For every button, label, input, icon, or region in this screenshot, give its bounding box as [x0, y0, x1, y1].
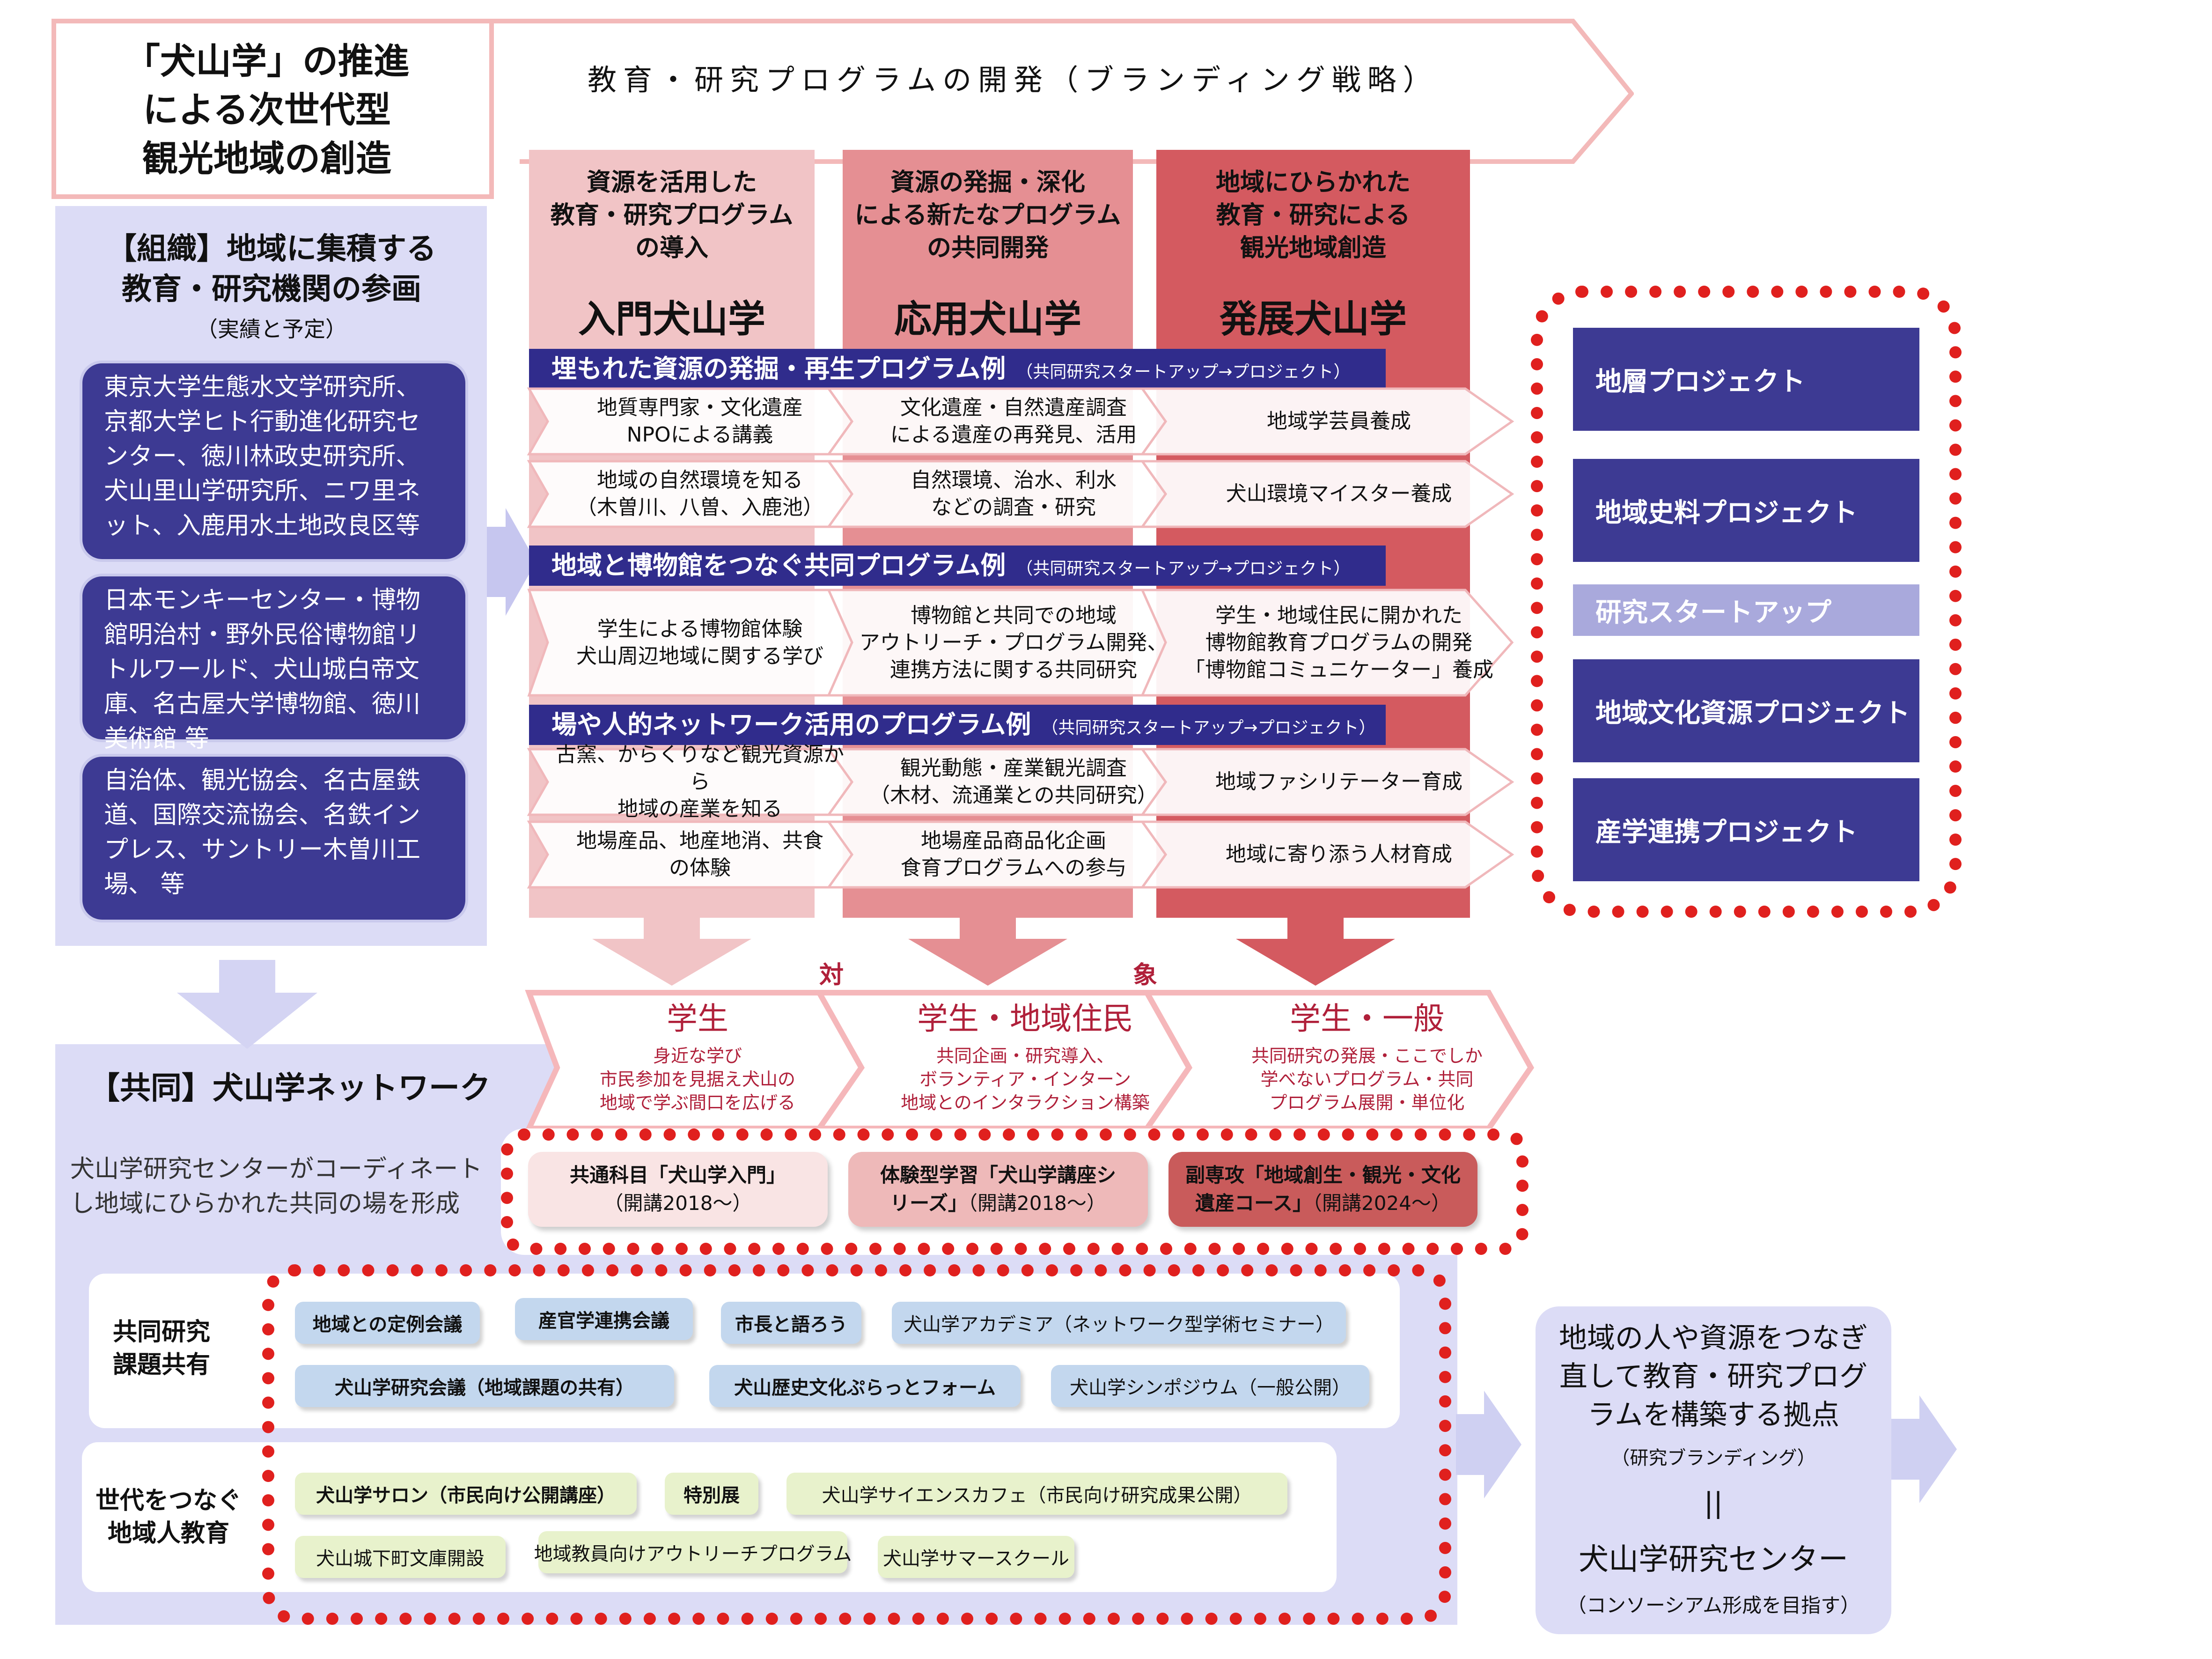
- program-cell: 地場産品、地産地消、共食 の体験: [576, 829, 823, 880]
- program-note-1: （共同研究スタートアップ→プロジェクト）: [1016, 362, 1351, 382]
- course-common: 共通科目「犬山学入門」 （開講2018～）: [528, 1152, 828, 1227]
- program-cell: 文化遺産・自然遺産調査 による遺産の再発見、活用: [890, 396, 1137, 447]
- hub-box: [1536, 1306, 1891, 1634]
- project-cultural-resources: 地域文化資源プロジェクト: [1573, 659, 1919, 762]
- hub-sub-consortium: （コンソーシアム形成を目指す）: [1566, 1593, 1860, 1617]
- program-cell: 地場産品商品化企画 食育プログラムへの参与: [900, 829, 1127, 880]
- program-cell: 地域に寄り添う人材育成: [1226, 842, 1452, 866]
- event-history-culture-platform: 犬山歴史文化ぷらっとフォーム: [709, 1365, 1021, 1407]
- target-title-students-residents: 学生・地域住民: [917, 1001, 1133, 1037]
- program-band-3: 場や人的ネットワーク活用のプログラム例 （共同研究スタートアップ→プロジェクト）: [529, 705, 1386, 745]
- program-note-3: （共同研究スタートアップ→プロジェクト）: [1041, 718, 1376, 737]
- program-chevrons: [527, 387, 1514, 889]
- target-title-students: 学生: [667, 1001, 728, 1037]
- course-minor: 副専攻「地域創生・観光・文化 遺産コース」（開講2024～）: [1168, 1152, 1477, 1227]
- course-sub: （開講2024～）: [1312, 1192, 1451, 1215]
- program-title-1: 埋もれた資源の発掘・再生プログラム例: [551, 354, 1006, 383]
- program-cell: 犬山環境マイスター養成: [1226, 482, 1452, 506]
- course-main: 体験型学習「犬山学講座シ リーズ」: [880, 1164, 1116, 1215]
- target-chevrons: [524, 990, 1535, 1131]
- program-title-3: 場や人的ネットワーク活用のプログラム例: [551, 710, 1031, 739]
- event-academia: 犬山学アカデミア（ネットワーク型学術セミナー）: [892, 1302, 1346, 1344]
- hub-equals: ||: [1704, 1487, 1723, 1519]
- event-summer-school: 犬山学サマースクール: [878, 1536, 1074, 1578]
- program-cell: 古窯、からくりなど観光資源から 地域の産業を知る: [556, 743, 844, 821]
- right-arrow-icon: [1456, 1391, 1521, 1498]
- program-cell: 観光動態・産業観光調査 （木材、流通業との共同研究）: [869, 756, 1158, 807]
- column-intro-desc: 資源を活用した 教育・研究プログラム の導入: [550, 169, 794, 262]
- network-heading: 【共同】犬山学ネットワーク: [89, 1070, 491, 1106]
- program-title-2: 地域と博物館をつなぐ共同プログラム例: [551, 551, 1006, 580]
- organization-subheading: （実績と予定）: [196, 317, 347, 342]
- network-dotted-frame: [262, 1264, 1451, 1625]
- joint-research-label: 共同研究 課題共有: [112, 1318, 210, 1379]
- course-main: 共通科目「犬山学入門」: [569, 1164, 786, 1187]
- column-applied-desc: 資源の発掘・深化 による新たなプログラム の共同開発: [854, 169, 1121, 262]
- target-desc-students-residents: 共同企画・研究導入、 ボランティア・インターン 地域とのインタラクション構築: [901, 1046, 1150, 1113]
- target-label-1: 対: [819, 961, 844, 989]
- right-arrow-icon: [1891, 1395, 1957, 1503]
- organization-heading: 【組織】地域に集積する 教育・研究機関の参画: [107, 232, 436, 307]
- hub-center-name: 犬山学研究センター: [1579, 1542, 1848, 1577]
- event-talk-with-mayor: 市長と語ろう: [721, 1302, 861, 1344]
- target-label-2: 象: [1133, 961, 1158, 989]
- program-cell: 地域ファシリテーター育成: [1215, 770, 1462, 794]
- project-historical-documents: 地域史料プロジェクト: [1573, 459, 1919, 562]
- column-advanced-name: 発展犬山学: [1220, 297, 1407, 341]
- event-regular-meeting: 地域との定例会議: [295, 1302, 480, 1344]
- network-desc: 犬山学研究センターがコーディネート し地域にひらかれた共同の場を形成: [70, 1155, 483, 1218]
- header-banner: [51, 19, 1634, 201]
- column-advanced-desc: 地域にひらかれた 教育・研究による 観光地域創造: [1215, 169, 1411, 262]
- hub-text: 地域の人や資源をつなぎ 直して教育・研究プログ ラムを構築する拠点: [1559, 1322, 1868, 1431]
- course-sub: （開講2018～）: [968, 1192, 1106, 1215]
- banner-text: 教育・研究プログラムの開発（ブランディング戦略）: [588, 63, 1439, 97]
- course-experiential: 体験型学習「犬山学講座シ リーズ」（開講2018～）: [848, 1152, 1148, 1227]
- main-title: 「犬山学」の推進 による次世代型 観光地域の創造: [125, 40, 409, 179]
- organization-group-museums: 日本モンキーセンター・博物館明治村・野外民俗博物館リトルワールド、犬山城白帝文庫…: [80, 574, 468, 753]
- event-special-exhibition: 特別展: [665, 1473, 758, 1515]
- event-science-cafe: 犬山学サイエンスカフェ（市民向け研究成果公開）: [786, 1473, 1287, 1515]
- program-cell: 地域学芸員養成: [1267, 409, 1411, 433]
- event-outreach-program: 地域教員向けアウトリーチプログラム: [534, 1531, 852, 1573]
- project-industry-academia: 産学連携プロジェクト: [1573, 778, 1919, 881]
- event-industry-government-academia: 産官学連携会議: [515, 1298, 693, 1340]
- event-symposium: 犬山学シンポジウム（一般公開）: [1051, 1365, 1369, 1407]
- education-label: 世代をつなぐ 地域人教育: [95, 1487, 242, 1548]
- course-main: 副専攻「地域創生・観光・文化 遺産コース」: [1185, 1164, 1461, 1215]
- target-title-students-general: 学生・一般: [1290, 1001, 1444, 1037]
- column-applied-name: 応用犬山学: [894, 297, 1081, 341]
- program-cell: 博物館と共同での地域 アウトリーチ・プログラム開発、 連携方法に関する共同研究: [859, 603, 1168, 682]
- organization-group-universities: 東京大学生態水文学研究所、京都大学ヒト行動進化研究センター、徳川林政史研究所、犬…: [80, 361, 468, 562]
- event-salon: 犬山学サロン（市民向け公開講座）: [295, 1473, 637, 1515]
- hub-sub-branding: （研究ブランディング）: [1611, 1447, 1816, 1469]
- program-band-2: 地域と博物館をつなぐ共同プログラム例 （共同研究スタートアップ→プロジェクト）: [529, 546, 1386, 586]
- organization-group-public: 自治体、観光協会、名古屋鉄道、国際交流協会、名鉄インプレス、サントリー木曽川工場…: [80, 754, 468, 922]
- program-cell: 地質専門家・文化遺産 NPOによる講義: [597, 396, 803, 447]
- event-castle-town-library: 犬山城下町文庫開設: [295, 1536, 506, 1578]
- column-down-arrows: [592, 915, 1395, 986]
- program-band-1: 埋もれた資源の発掘・再生プログラム例 （共同研究スタートアップ→プロジェクト）: [529, 349, 1386, 389]
- program-cell: 学生・地域住民に開かれた 博物館教育プログラムの開発 「博物館コミュニケーター」…: [1184, 603, 1493, 682]
- program-cell: 地域の自然環境を知る （木曽川、八曽、入鹿池）: [576, 468, 823, 519]
- target-desc-students-general: 共同研究の発展・ここでしか 学べないプログラム・共同 プログラム展開・単位化: [1251, 1046, 1483, 1113]
- project-geology: 地層プロジェクト: [1573, 328, 1919, 431]
- column-intro-name: 入門犬山学: [578, 297, 765, 341]
- program-note-2: （共同研究スタートアップ→プロジェクト）: [1016, 559, 1351, 578]
- target-desc-students: 身近な学び 市民参加を見据え犬山の 地域で学ぶ間口を広げる: [599, 1046, 795, 1113]
- program-cell: 学生による博物館体験 犬山周辺地域に関する学び: [576, 617, 823, 668]
- event-research-conference: 犬山学研究会議（地域課題の共有）: [295, 1365, 674, 1407]
- projects-dotted-frame: [1531, 286, 1962, 918]
- program-cell: 自然環境、治水、利水 などの調査・研究: [911, 468, 1117, 519]
- project-research-startup: 研究スタートアップ: [1573, 584, 1919, 636]
- course-sub: （開講2018～）: [603, 1192, 752, 1215]
- right-arrow-icon: [487, 508, 538, 618]
